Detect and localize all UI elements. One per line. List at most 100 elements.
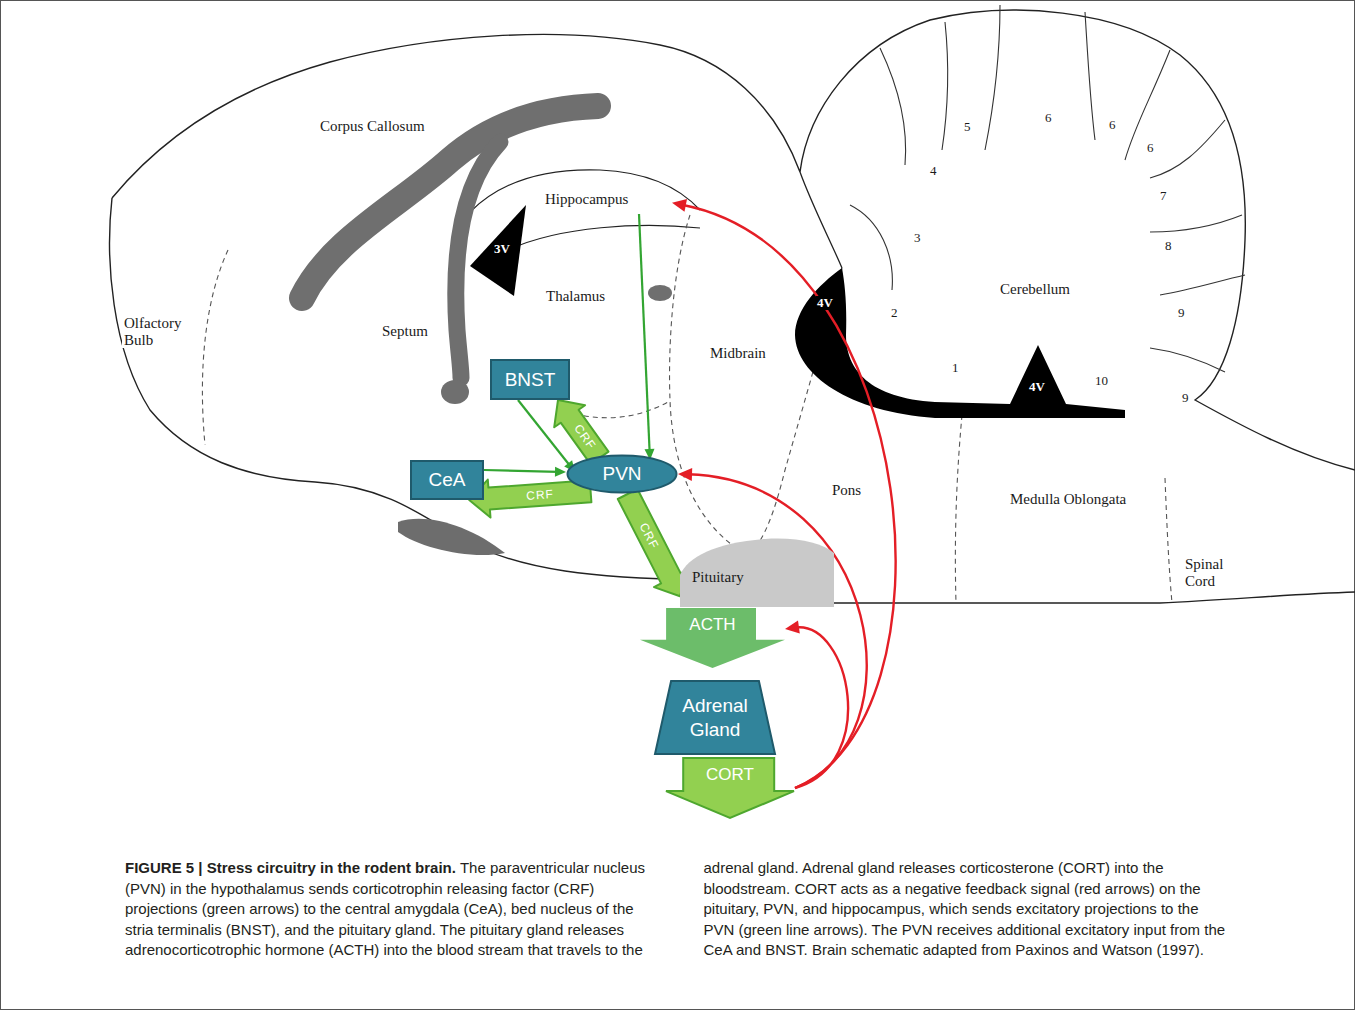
arrowhead [672,199,687,212]
ventricle-label: 3V [493,242,511,256]
projection-arrow [484,467,566,477]
region-boundary [955,415,962,603]
brain-ventral-outline [110,198,700,580]
fourth-ventricle [795,268,1125,418]
cerebellar-fissures [850,5,1245,372]
node-text: Pituitary [692,569,744,586]
feedback-arrow [785,621,848,788]
region-label: Pons [830,482,863,499]
fissure-line [1150,215,1242,232]
fissure-line [985,5,1000,150]
brainstem-ventral-outline [830,592,1355,603]
nucleus-box: CeA [410,460,484,500]
block-arrow-shape [666,758,794,818]
node-text: PVN [602,462,641,486]
lobule-number: 9 [1176,306,1187,320]
connector-label: CRF [572,422,598,451]
hormone-arrow: ACTH [640,608,785,668]
block-arrow [618,489,688,596]
nucleus-ellipse: PVN [566,454,678,494]
arrowhead [678,468,692,481]
box-outline [491,360,569,399]
feedback-curve [795,627,848,788]
block-arrow [554,400,608,464]
lobule-number: 2 [889,306,900,320]
nucleus-box: BNST [490,359,570,400]
node-text: Hippocampus [545,191,628,208]
lobule-number: 6 [1107,118,1118,132]
fissure-line [942,22,948,150]
lobule-number: 5 [962,120,973,134]
region-label: Cerebellum [998,281,1072,298]
projection-block-arrow [618,489,688,596]
lobule-number: 6 [1043,111,1054,125]
third-ventricle [470,205,526,296]
lobule-number: 1 [950,361,961,375]
lobule-number: 3 [912,231,923,245]
connector-line [639,214,650,452]
region-boundary [202,250,228,445]
lobule-number: 9 [1180,391,1191,405]
connector-label: CRF [638,521,661,551]
arrowhead [555,467,566,477]
lobule-number: 4 [928,164,939,178]
node-text: ACTH [689,615,735,635]
ventricle-label: 4V [1028,380,1046,394]
cerebellum-front-outline [800,172,842,268]
hormone-arrow: CORT [665,757,795,819]
node-text: Adrenal Gland [672,694,758,742]
region-boundary [1165,478,1172,603]
brain-dorsal-outline [112,10,1355,470]
node-text: BNST [505,368,556,392]
pituitary-shape: Pituitary [680,535,835,607]
fissure-line [1150,348,1225,372]
shape-outline [654,680,776,755]
hippocampus-outline [508,226,700,250]
fissure-line [1085,12,1095,140]
fissure-line [850,205,892,290]
region-label: Midbrain [708,345,768,362]
region-boundary [670,215,742,552]
grey-structure [398,519,505,555]
grey-structure [648,285,672,301]
region-label: Medulla Oblongata [1008,491,1128,508]
fissure-line [1160,275,1245,295]
region-label: Septum [380,323,430,340]
fissure-line [1125,50,1170,160]
figure-title: FIGURE 5 | Stress circuitry in the roden… [125,859,456,876]
fissure-line [880,48,906,165]
hippocampus-outline [470,170,700,212]
gland-trapezoid: Adrenal Gland [654,680,776,755]
lobule-number: 7 [1158,189,1169,203]
lobule-number: 10 [1093,374,1110,388]
projection-block-arrow [469,480,591,518]
region-label: Thalamus [544,288,607,305]
block-arrow [469,480,591,518]
region-boundaries [202,215,1172,603]
grey-structure [441,380,469,404]
node-text: CeA [429,468,466,492]
projection-block-arrow [554,400,608,464]
figure-caption: FIGURE 5 | Stress circuitry in the roden… [125,858,1230,961]
region-label: Spinal Cord [1183,556,1237,589]
connector-label: CRF [526,488,554,502]
arrowhead [785,621,800,634]
region-label: Olfactory Bulb [122,315,192,348]
box-outline [411,461,483,499]
feedback-arrow [672,199,896,788]
region-node: Hippocampus [540,186,672,214]
ellipse-outline [568,456,677,493]
region-boundary [575,402,668,418]
region-label: Corpus Callosum [318,118,427,135]
ventricle-label: 4V [816,296,834,310]
pituitary-outline [680,539,834,607]
connector-line [484,470,558,472]
lobule-number: 8 [1163,239,1174,253]
lobule-number: 6 [1145,141,1156,155]
trapezoid-outline [655,681,775,754]
projection-arrow [639,214,655,460]
block-arrow-shape [640,608,785,668]
fissure-line [1150,120,1225,178]
